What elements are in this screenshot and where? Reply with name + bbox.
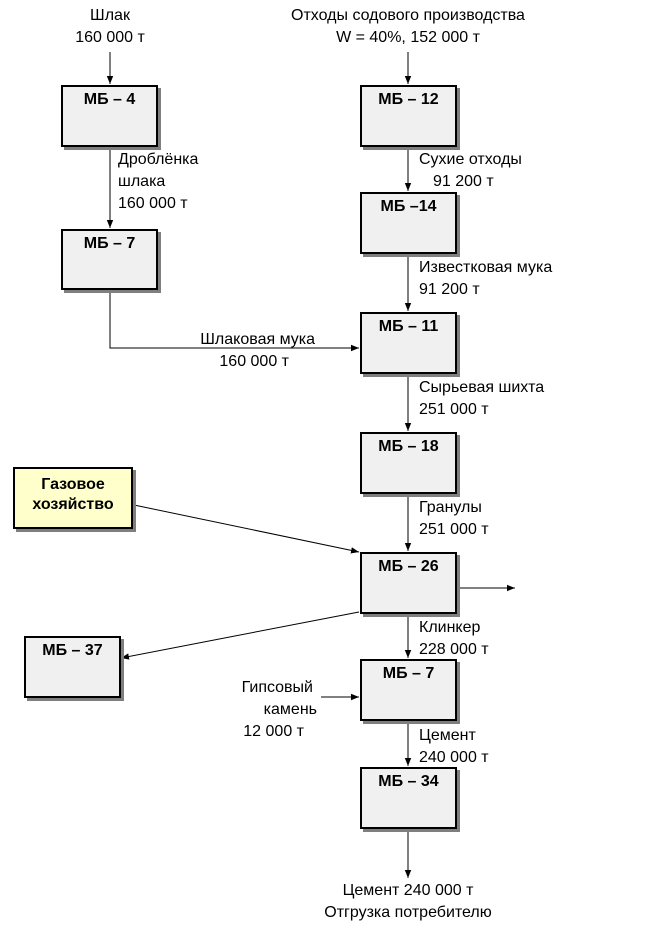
flow-raw-mix-label: Сырьевая шихта 251 000 т <box>419 377 544 421</box>
flow-granules-label: Гранулы 251 000 т <box>419 497 489 541</box>
box-mb18: МБ – 18 <box>360 432 457 494</box>
flow-slag-flour-name: Шлаковая мука <box>200 331 315 348</box>
flow-dry-waste-label: Сухие отходы 91 200 т <box>419 149 522 193</box>
flow-granules-amount: 251 000 т <box>419 521 489 538</box>
flow-lime-flour-amount: 91 200 т <box>419 281 480 298</box>
flow-lime-flour-label: Известковая мука 91 200 т <box>419 257 552 301</box>
flow-raw-mix-name: Сырьевая шихта <box>419 379 545 396</box>
input-gypsum-line2: камень <box>263 701 317 718</box>
input-soda-waste-name: Отходы содового производства <box>291 7 525 24</box>
flow-clinker-label: Клинкер 228 000 т <box>419 617 489 661</box>
box-mb12: МБ – 12 <box>360 85 457 147</box>
input-slag-name: Шлак <box>90 7 130 24</box>
arrow-gas-to-mb26 <box>133 504 360 554</box>
flow-slag-flour-label: Шлаковая мука 160 000 т <box>165 329 315 373</box>
flow-crushed-slag-line2: шлака <box>118 173 166 190</box>
output-label: Цемент 240 000 т Отгрузка потребителю <box>280 880 536 924</box>
flow-dry-waste-name: Сухие отходы <box>419 151 522 168</box>
flow-cement-amount: 240 000 т <box>419 749 489 766</box>
arrow-mb26-to-mb37 <box>120 611 360 660</box>
output-line2: Отгрузка потребителю <box>324 904 492 921</box>
flow-crushed-slag-label: Дроблёнка шлака 160 000 т <box>118 149 198 215</box>
flow-crushed-slag-amount: 160 000 т <box>118 195 188 212</box>
flow-cement-label: Цемент 240 000 т <box>419 725 489 769</box>
flow-raw-mix-amount: 251 000 т <box>419 401 489 418</box>
box-mb11: МБ – 11 <box>360 312 457 374</box>
box-mb14: МБ –14 <box>360 192 457 254</box>
flow-lime-flour-name: Известковая мука <box>419 259 553 276</box>
box-mb34: МБ – 34 <box>360 767 457 829</box>
input-soda-waste-amount: W = 40%, 152 000 т <box>336 29 480 46</box>
flow-clinker-amount: 228 000 т <box>419 641 489 658</box>
box-mb7-first: МБ – 7 <box>61 229 158 290</box>
flow-cement-name: Цемент <box>419 727 476 744</box>
box-gas-facility: Газовое хозяйство <box>13 467 133 529</box>
input-gypsum-line1: Гипсовый <box>241 679 313 696</box>
input-gypsum-amount: 12 000 т <box>243 723 304 740</box>
box-mb7-second: МБ – 7 <box>360 659 457 721</box>
input-gypsum-label: Гипсовый камень 12 000 т <box>205 677 317 743</box>
gas-facility-line1: Газовое <box>41 476 105 493</box>
box-mb4: МБ – 4 <box>61 85 158 147</box>
flow-granules-name: Гранулы <box>419 499 482 516</box>
flow-slag-flour-amount: 160 000 т <box>219 353 289 370</box>
box-mb26: МБ – 26 <box>360 552 457 614</box>
arrow-mb7-to-mb11 <box>109 289 359 352</box>
flow-crushed-slag-line1: Дроблёнка <box>118 151 199 168</box>
output-line1: Цемент 240 000 т <box>342 882 474 899</box>
flow-clinker-name: Клинкер <box>419 619 481 636</box>
flow-dry-waste-amount: 91 200 т <box>433 173 494 190</box>
gas-facility-line2: хозяйство <box>32 496 114 513</box>
box-mb37: МБ – 37 <box>24 636 121 698</box>
input-soda-waste-label: Отходы содового производства W = 40%, 15… <box>258 5 558 49</box>
input-slag-amount: 160 000 т <box>75 29 145 46</box>
input-slag-label: Шлак 160 000 т <box>60 5 160 49</box>
